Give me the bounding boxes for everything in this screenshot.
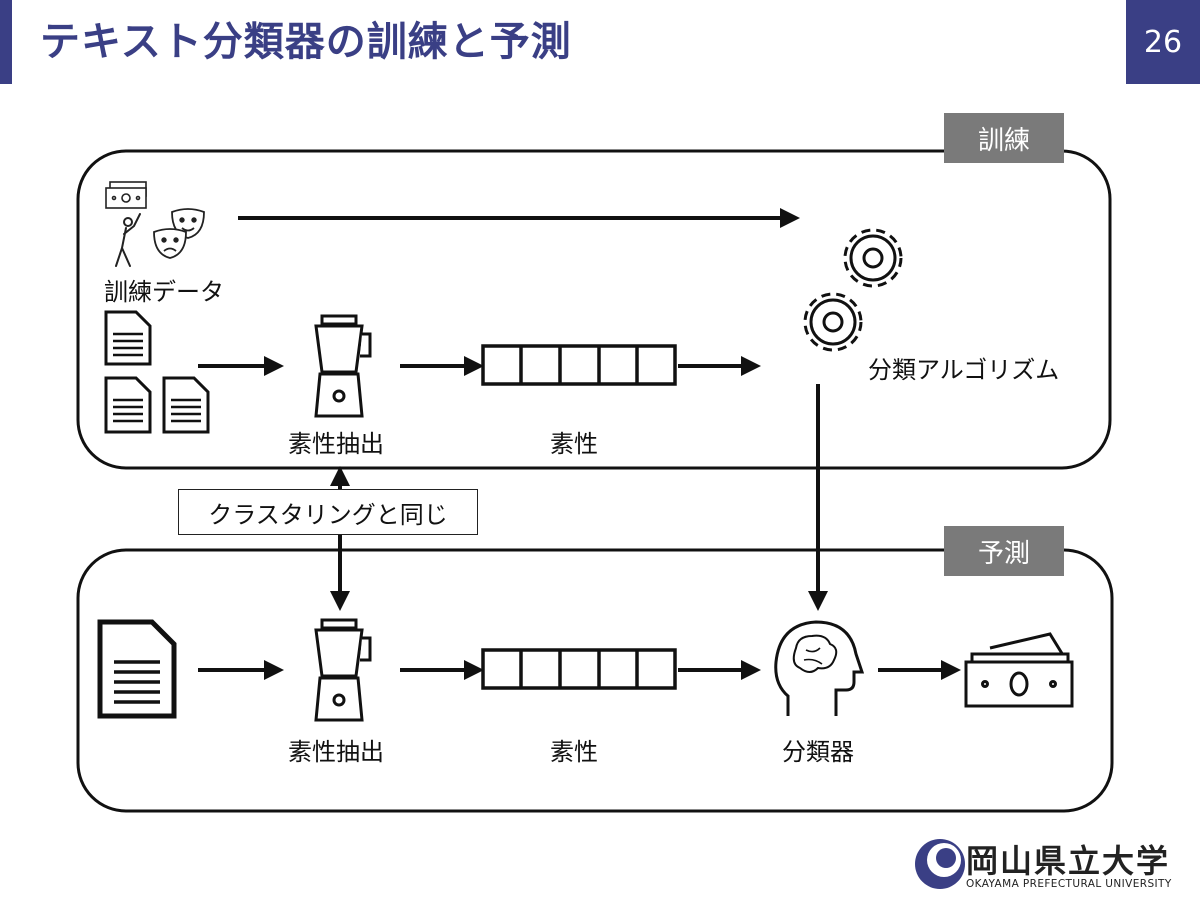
golfer-icon <box>115 213 141 267</box>
gear-icon <box>803 292 863 352</box>
training-features-label: 素性 <box>550 430 598 458</box>
money-stack-icon <box>964 632 1074 708</box>
university-name-english: OKAYAMA PREFECTURAL UNIVERSITY <box>966 878 1172 890</box>
blender-icon <box>314 618 372 722</box>
prediction-panel <box>76 548 1114 813</box>
brain-head-icon <box>774 620 865 716</box>
feature-vector <box>481 648 677 690</box>
feature-vector <box>481 344 677 386</box>
blender-icon <box>314 314 372 418</box>
document-icon <box>162 376 210 434</box>
university-name: 岡山県立大学 <box>966 842 1171 880</box>
classifier-label: 分類器 <box>782 738 854 766</box>
algorithm-label: 分類アルゴリズム <box>868 356 1060 384</box>
training-extract-label: 素性抽出 <box>288 430 384 458</box>
prediction-extract-label: 素性抽出 <box>288 738 384 766</box>
slide-title: テキスト分類器の訓練と予測 <box>40 19 572 65</box>
training-tag: 訓練 <box>944 113 1064 163</box>
training-data-label: 訓練データ <box>104 278 224 306</box>
document-icon <box>104 376 152 434</box>
prediction-features-label: 素性 <box>550 738 598 766</box>
gear-icon <box>843 228 903 288</box>
document-icon <box>97 619 177 719</box>
shared-method-note: クラスタリングと同じ <box>178 489 478 535</box>
page-number: 26 <box>1126 0 1200 84</box>
masks-icon <box>153 208 205 259</box>
university-logo-mark <box>915 839 965 889</box>
title-accent-bar <box>0 0 12 84</box>
training-panel <box>76 149 1112 470</box>
prediction-tag: 予測 <box>944 526 1064 576</box>
document-icon <box>104 310 152 366</box>
money-icon <box>105 181 147 209</box>
